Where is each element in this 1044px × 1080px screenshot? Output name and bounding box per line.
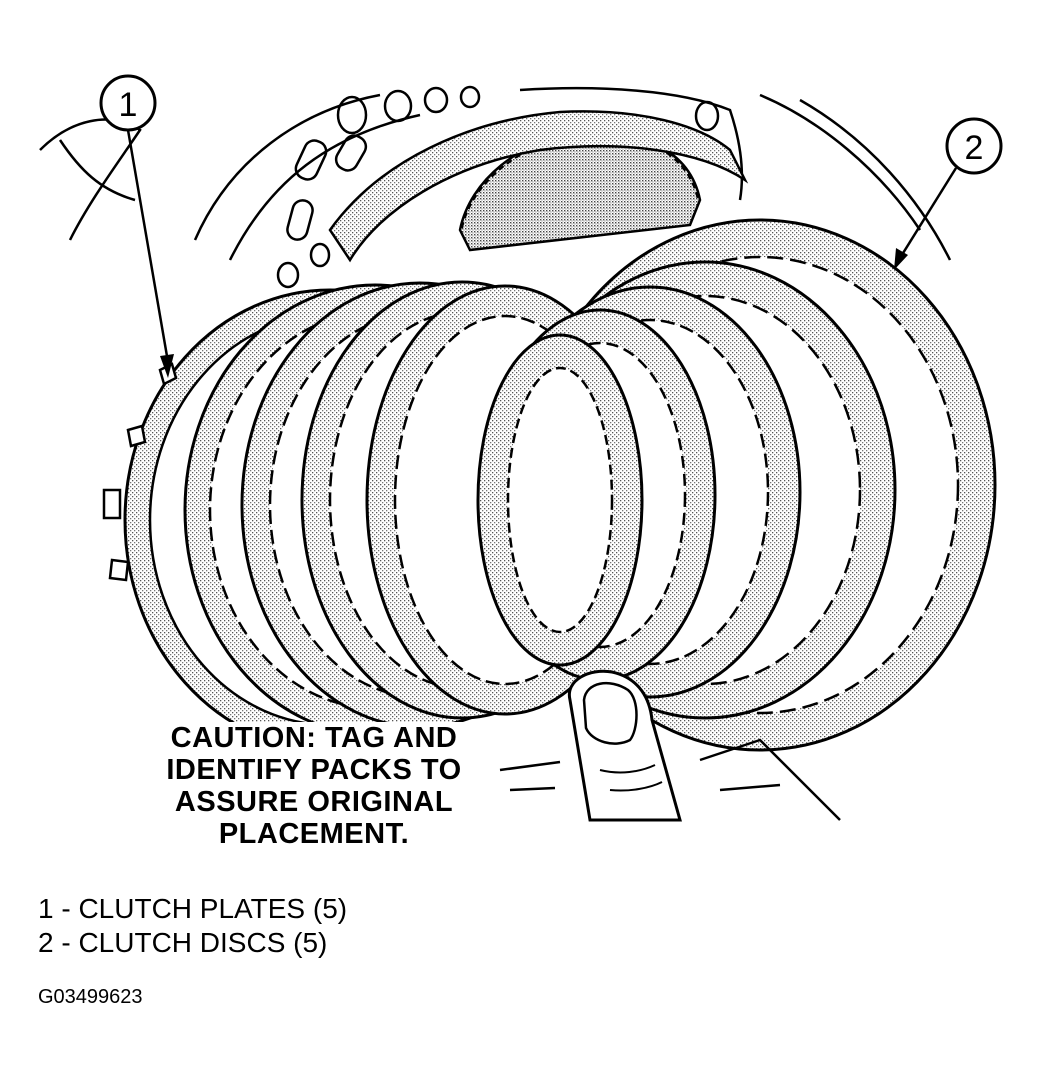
- callout-1-number: 1: [119, 86, 138, 124]
- legend-item-clutch-discs: 2 - CLUTCH DISCS (5): [38, 927, 328, 958]
- finger: [499, 669, 841, 822]
- caution-line-2: IDENTIFY PACKS TO: [166, 754, 462, 786]
- callout-2-number: 2: [965, 129, 984, 167]
- caution-note: CAUTION: TAG AND IDENTIFY PACKS TO ASSUR…: [138, 722, 490, 850]
- caution-line-4: PLACEMENT.: [218, 818, 410, 850]
- figure-id: G03499623: [38, 986, 143, 1008]
- transmission-housing: [39, 85, 952, 289]
- callout-2: 2: [894, 117, 1003, 270]
- caution-line-3: ASSURE ORIGINAL: [174, 786, 454, 818]
- legend: 1 - CLUTCH PLATES (5) 2 - CLUTCH DISCS (…: [38, 892, 347, 960]
- legend-item-clutch-plates: 1 - CLUTCH PLATES (5): [38, 893, 348, 924]
- clutch-discs: [476, 218, 997, 752]
- caution-line-1: CAUTION: TAG AND: [170, 722, 458, 754]
- hub-gear: [328, 110, 749, 263]
- callout-1: 1: [99, 74, 174, 378]
